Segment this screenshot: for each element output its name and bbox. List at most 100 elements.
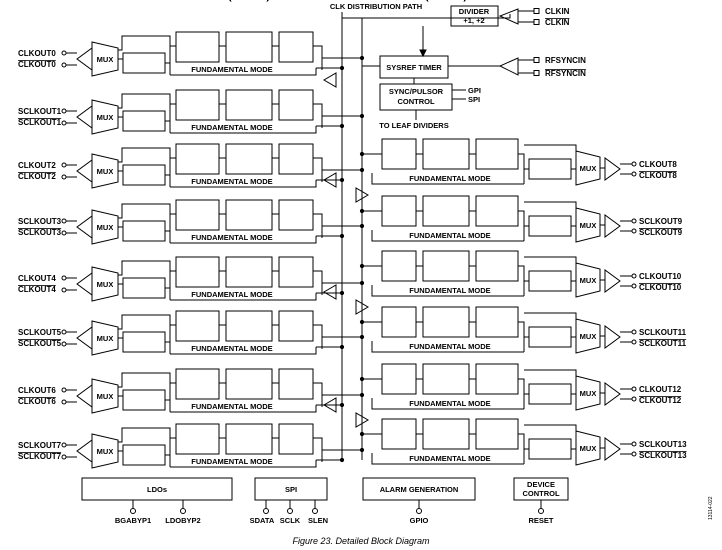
right-ch3-out-n-pin-icon: [631, 339, 637, 345]
left-ch3-sysref-dot-icon: [359, 223, 365, 229]
right-ch3-divider: [422, 306, 470, 338]
left-ch7-cycle-slip: [278, 423, 314, 455]
left-ch0-analog-delay: [122, 52, 166, 74]
rfsyncin-n-label: RFSYNCIN: [545, 69, 586, 78]
left-ch5-divider: [225, 310, 273, 342]
left-ch7-divider: [225, 423, 273, 455]
left-ch2-sysref-dot-icon: [359, 167, 365, 173]
right-ch1-divider: [422, 195, 470, 227]
right-ch1-cycle-slip-label: SYNC: [389, 0, 410, 2]
left-ch3-coarse-delay-label: DELAY: [185, 0, 210, 2]
right-ch3-mux: [575, 318, 601, 354]
ldos-label: LDOs: [147, 485, 167, 494]
right-ch4-out-p-label: CLKOUT12: [639, 385, 682, 394]
left-ch1-mux-label: MUX: [97, 113, 114, 122]
left-ch4-mux: [91, 266, 119, 302]
left-ch1-analog-delay-label: ANALOG: [128, 0, 161, 2]
left-ch5-wire-f: [313, 324, 323, 349]
right-ch2-analog-delay-label: ANALOG: [534, 0, 567, 2]
left-ch7-fundamental-wire: [170, 460, 317, 468]
channel-group: CLKOUT0CLKOUT0MUXANALOGDELAYCOARSEDIGITA…: [18, 0, 687, 469]
right-ch5-driver-icon: [604, 437, 621, 461]
left-ch4-wire-f: [313, 270, 323, 295]
right-ch2-coarse-delay-label: DELAY: [485, 0, 510, 2]
right-ch1-analog-delay: [528, 215, 572, 237]
right-ch1-wire-f: [524, 201, 577, 216]
sdata-pin-icon: [263, 508, 269, 514]
left-ch0-coarse-delay: [175, 31, 220, 63]
right-ch1-out-p-label: SCLKOUT9: [639, 217, 683, 226]
left-ch2-analog-delay: [122, 164, 166, 186]
left-ch6-coarse-delay-label: DIGITAL: [183, 0, 213, 2]
right-ch1-out-p-pin-icon: [631, 218, 637, 224]
clk-path-label: CLK DISTRIBUTION PATH: [330, 2, 422, 11]
left-ch4-trunk-dot-icon: [339, 290, 345, 296]
left-ch0-mux: [91, 41, 119, 77]
right-ch2-mux: [575, 262, 601, 298]
left-ch0-sysref-dot-icon: [359, 55, 365, 61]
left-ch2-wire-f: [313, 157, 323, 182]
left-ch0-analog-delay-label: DELAY: [132, 0, 157, 2]
left-ch6-out-p-label: CLKOUT6: [18, 386, 56, 395]
left-ch2-mux-label: MUX: [97, 167, 114, 176]
left-ch1-cycle-slip-label: SLIP/: [287, 0, 307, 2]
top-divider-block: [450, 5, 499, 27]
right-ch4-cycle-slip-label: SLIP/: [390, 0, 410, 2]
left-ch6-cycle-slip: [278, 368, 314, 400]
right-ch4-coarse-delay-label: COARSE: [481, 0, 513, 2]
left-ch1-coarse-delay-label: DIGITAL: [183, 0, 213, 2]
right-ch2-cycle-slip: [381, 250, 417, 282]
buf-right-1-icon: [355, 299, 369, 315]
right-ch0-out-p-pin-icon: [631, 161, 637, 167]
left-ch1-coarse-delay: [175, 89, 220, 121]
left-ch2-out-n-pin-icon: [61, 174, 67, 180]
spi-block: [254, 477, 328, 501]
left-ch4-coarse-delay-label: DIGITAL: [183, 0, 213, 2]
right-ch1-cycle-slip-label: SLIP/: [390, 0, 410, 2]
right-ch4-analog-delay: [528, 383, 572, 405]
right-ch0-cycle-slip-label: SYNC: [389, 0, 410, 2]
right-ch3-out-p-label: SCLKOUT11: [639, 328, 687, 337]
clkin-pad-n: [533, 19, 540, 25]
reset-pin-icon: [538, 508, 544, 514]
left-ch7-wire-h: [118, 427, 171, 443]
left-ch0-divider-label: (1 TO 4094): [229, 0, 270, 2]
right-ch0-divider: [422, 138, 470, 170]
right-ch5-divider-label: DIVIDER: [431, 0, 462, 2]
sdata-label: SDATA: [250, 516, 275, 525]
left-ch6-divider-label: (1 TO 4094): [229, 0, 270, 2]
right-ch5-fundamental-label: FUNDAMENTAL MODE: [409, 454, 490, 463]
right-ch3-out-n-label: SCLKOUT11: [639, 339, 687, 348]
right-ch0-out-n-pin-icon: [631, 171, 637, 177]
left-ch0-trunk-dot-icon: [339, 65, 345, 71]
to-leaf-label: TO LEAF DIVIDERS: [379, 121, 448, 130]
right-ch3-cycle-slip-label: CYCLE: [386, 0, 411, 2]
left-ch3-fundamental-wire: [170, 236, 317, 244]
left-ch4-out-n-label: CLKOUT4: [18, 285, 56, 294]
right-ch1-fundamental-wire: [371, 230, 524, 242]
right-ch1-divider-label: DIVIDER: [431, 0, 462, 2]
left-ch4-fundamental-label: FUNDAMENTAL MODE: [191, 290, 272, 299]
right-ch4-mux: [575, 375, 601, 411]
right-ch2-analog-delay-label: DELAY: [538, 0, 563, 2]
left-ch6-coarse-delay-label: COARSE: [181, 0, 213, 2]
left-ch3-wire-h: [118, 203, 171, 219]
right-ch1-coarse-delay: [475, 195, 519, 227]
left-ch7-trunk-dot-icon: [339, 457, 345, 463]
left-ch4-cycle-slip-label: SYNC: [286, 0, 307, 2]
right-ch0-cycle-slip-label: CYCLE: [386, 0, 411, 2]
left-ch3-driver-icon: [76, 215, 93, 239]
left-ch3-divider: [225, 199, 273, 231]
gpio-label: GPIO: [410, 516, 429, 525]
ldobyp2-label: LDOBYP2: [165, 516, 200, 525]
buf-right-2-icon: [355, 412, 369, 428]
right-ch1-out-n-label: SCLKOUT9: [639, 228, 683, 237]
left-ch0-cycle-slip-label: SLIP/: [287, 0, 307, 2]
right-ch4-driver-icon: [604, 382, 621, 406]
left-ch1-wire-h: [118, 93, 171, 109]
right-ch3-cycle-slip-label: SLIP/: [390, 0, 410, 2]
left-ch7-divider-label: DIVIDER: [234, 0, 265, 2]
left-ch0-cycle-slip: [278, 31, 314, 63]
right-ch4-cycle-slip: [381, 363, 417, 395]
